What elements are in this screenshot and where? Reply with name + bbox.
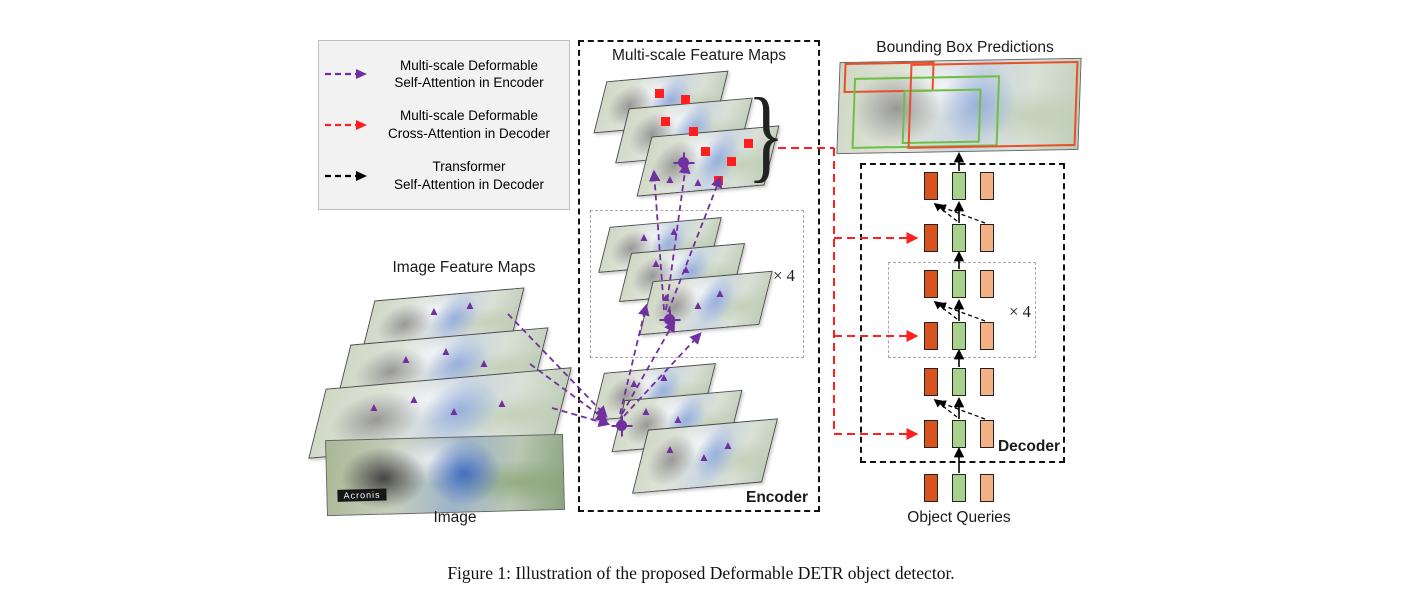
- sampling-point-triangle-icon: [638, 231, 650, 243]
- object-queries-tokens: [924, 474, 994, 502]
- sampling-point-square-icon: [689, 127, 698, 136]
- sampling-point-square-icon: [701, 147, 710, 156]
- legend-item-decoder-cross-attention: Multi-scale Deformable Cross-Attention i…: [323, 107, 565, 142]
- sampling-point-square-icon: [655, 89, 664, 98]
- legend-label: Transformer Self-Attention in Decoder: [373, 158, 565, 193]
- sampling-point-triangle-icon: [698, 451, 710, 463]
- prediction-image: [836, 57, 1082, 155]
- sampling-point-triangle-icon: [692, 299, 704, 311]
- sampling-point-triangle-icon: [672, 413, 684, 425]
- legend-label: Multi-scale Deformable Cross-Attention i…: [373, 107, 565, 142]
- sampling-point-triangle-icon: [464, 299, 476, 311]
- token: [924, 420, 938, 448]
- sampling-point-triangle-icon: [664, 443, 676, 455]
- sampling-point-triangle-icon: [478, 357, 490, 369]
- object-queries-label: Object Queries: [907, 509, 1011, 526]
- sampling-point-triangle-icon: [692, 176, 704, 188]
- image-feature-maps-label: Image Feature Maps: [392, 259, 536, 276]
- legend-item-decoder-self-attention: Transformer Self-Attention in Decoder: [323, 158, 565, 193]
- legend-label-line: Multi-scale Deformable: [399, 57, 539, 73]
- sampling-point-triangle-icon: [664, 173, 676, 185]
- red-dashed-arrow-icon: [325, 119, 367, 130]
- sampling-point-triangle-icon: [668, 225, 680, 237]
- legend-label-line: Self-Attention in Encoder: [394, 75, 544, 91]
- decoder-layer-tokens: [924, 270, 994, 298]
- token: [952, 270, 966, 298]
- encoder-repeat-label: × 4: [773, 266, 795, 285]
- decoder-repeat-label: × 4: [1009, 302, 1031, 321]
- sampling-point-triangle-icon: [640, 405, 652, 417]
- token: [924, 224, 938, 252]
- purple-dashed-arrow-icon: [325, 69, 367, 80]
- sampling-point-square-icon: [714, 176, 723, 185]
- encoder-label: Encoder: [745, 489, 808, 506]
- sampling-point-triangle-icon: [650, 257, 662, 269]
- multi-scale-feature-maps-label: Multi-scale Feature Maps: [611, 47, 786, 64]
- sampling-point-triangle-icon: [658, 371, 670, 383]
- decoder-layer-tokens: [924, 322, 994, 350]
- reference-point-icon: [678, 157, 689, 168]
- token: [952, 172, 966, 200]
- legend-label: Multi-scale Deformable Self-Attention in…: [373, 57, 565, 92]
- legend-label-line: Self-Attention in Decoder: [393, 176, 545, 192]
- input-image-photo: Acronis: [325, 433, 565, 517]
- query-token: [924, 474, 938, 502]
- bounding-box-predictions-label: Bounding Box Predictions: [876, 39, 1054, 56]
- decoder-box: [860, 163, 1065, 463]
- sampling-point-triangle-icon: [628, 377, 640, 389]
- sampling-point-triangle-icon: [440, 345, 452, 357]
- sampling-point-triangle-icon: [722, 439, 734, 451]
- sampling-point-triangle-icon: [448, 405, 460, 417]
- token: [952, 224, 966, 252]
- token: [980, 322, 994, 350]
- image-label: Image: [433, 509, 477, 526]
- query-token: [980, 474, 994, 502]
- token: [980, 224, 994, 252]
- decoder-label: Decoder: [997, 438, 1061, 455]
- sampling-point-square-icon: [727, 157, 736, 166]
- token: [980, 172, 994, 200]
- sampling-point-triangle-icon: [368, 401, 380, 413]
- token: [952, 420, 966, 448]
- black-dashed-arrow-icon: [325, 170, 367, 181]
- legend-label-line: Transformer: [432, 159, 506, 175]
- legend-item-encoder-self-attention: Multi-scale Deformable Self-Attention in…: [323, 57, 565, 92]
- sampling-point-triangle-icon: [408, 393, 420, 405]
- brace-icon: [747, 83, 784, 187]
- figure-caption: Figure 1: Illustration of the proposed D…: [447, 563, 955, 583]
- token: [980, 270, 994, 298]
- token: [924, 270, 938, 298]
- reference-point-icon: [616, 420, 627, 431]
- encoder-box: [578, 40, 820, 512]
- query-token: [952, 474, 966, 502]
- decoder-layer-tokens: [924, 224, 994, 252]
- sampling-point-triangle-icon: [400, 353, 412, 365]
- sampling-point-square-icon: [681, 95, 690, 104]
- sampling-point-triangle-icon: [714, 287, 726, 299]
- decoder-layer-tokens: [924, 368, 994, 396]
- legend-label-line: Cross-Attention in Decoder: [387, 125, 551, 141]
- token: [980, 420, 994, 448]
- sampling-point-square-icon: [661, 117, 670, 126]
- reference-point-icon: [664, 314, 675, 325]
- predicted-bbox-orange: [907, 60, 1079, 149]
- decoder-layer-tokens: [924, 172, 994, 200]
- token: [924, 368, 938, 396]
- sampling-point-triangle-icon: [428, 305, 440, 317]
- token: [980, 368, 994, 396]
- sampling-point-triangle-icon: [496, 397, 508, 409]
- token: [952, 368, 966, 396]
- photo-banner-text: Acronis: [337, 488, 387, 502]
- sampling-point-triangle-icon: [680, 263, 692, 275]
- decoder-layer-tokens: [924, 420, 994, 448]
- legend-label-line: Multi-scale Deformable: [399, 108, 539, 124]
- sampling-point-triangle-icon: [660, 291, 672, 303]
- token: [924, 172, 938, 200]
- token: [952, 322, 966, 350]
- token: [924, 322, 938, 350]
- legend: Multi-scale Deformable Self-Attention in…: [318, 40, 570, 210]
